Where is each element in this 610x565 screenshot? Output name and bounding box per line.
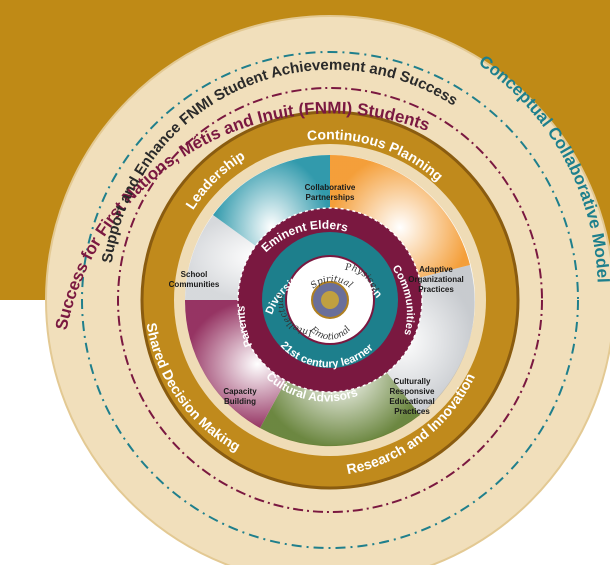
segment-adaptive: Adaptive Organizational Practices [408,265,464,294]
spiritual-label: Spiritual [309,275,354,292]
adaptive-line-2: Organizational [408,275,464,284]
collaborative-line-1: Collaborative [305,183,356,192]
collaborative-line-2: Partnerships [306,193,355,202]
culturally-line-4: Practices [394,407,430,416]
culturally-line-2: Responsive [390,387,435,396]
segment-collaborative: Collaborative Partnerships [305,183,356,202]
segment-culturally: Culturally Responsive Educational Practi… [389,377,435,416]
segment-school: School Communities [169,270,220,289]
gold-band-edge [140,110,520,490]
school-line-2: Communities [169,280,220,289]
school-line-1: School [181,270,208,279]
capacity-line-1: Capacity [223,387,257,396]
maroon-ring-stitch [237,207,423,393]
emotional-label: Emotional [307,324,353,342]
outer-dashed-line [81,51,579,549]
capacity-line-2: Building [224,397,256,406]
culturally-line-1: Culturally [394,377,431,386]
culturally-line-3: Educational [389,397,434,406]
segment-capacity: Capacity Building [223,387,257,406]
core-emblem-center [321,291,339,309]
adaptive-line-3: Practices [418,285,454,294]
adaptive-line-1: Adaptive [419,265,453,274]
